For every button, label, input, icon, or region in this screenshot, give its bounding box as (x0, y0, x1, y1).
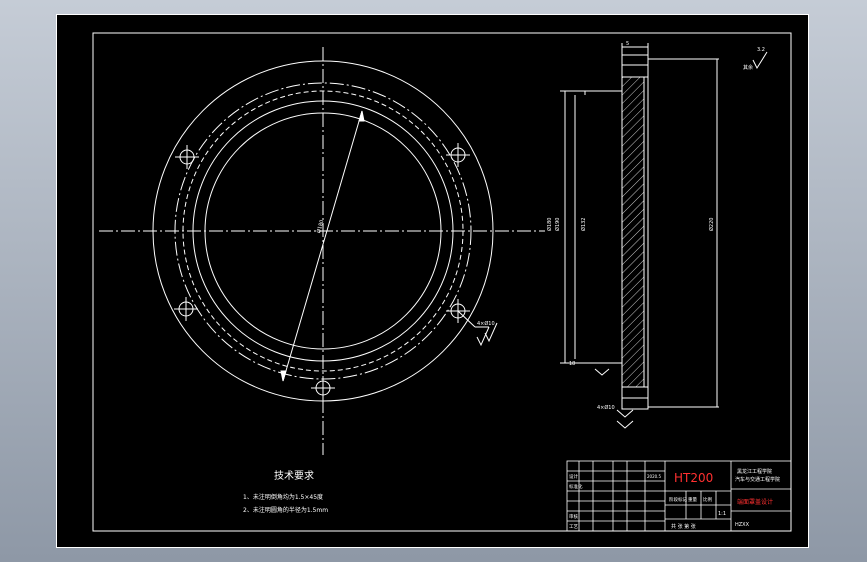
bottom-dim-label: 18 (569, 361, 575, 367)
step-dia-label: Ø190 (554, 218, 561, 231)
front-view (99, 47, 545, 455)
bore-dia-label: Ø180 (546, 218, 553, 231)
section-hatch (621, 76, 645, 388)
top-width-label: 5 (626, 41, 629, 47)
part-name: 端面罩盖设计 (737, 498, 773, 506)
roughness-value: 3.2 (757, 47, 765, 53)
outer-dia-label: Ø220 (708, 218, 715, 231)
process-row: 工艺 (569, 524, 578, 530)
surface-finish-note: 其余 (743, 64, 753, 71)
scale-label: 比例 (703, 496, 712, 503)
tech-req-item-1: 1、未注明倒角均为1.5×45度 (243, 493, 323, 501)
drawing-number: HZXX (735, 522, 750, 528)
hidden-circle (182, 90, 464, 372)
tech-req-title: 技术要求 (274, 469, 314, 482)
inner-frame (92, 32, 792, 532)
checker-row: 审核 (569, 513, 578, 520)
scale-value: 1:1 (718, 511, 726, 517)
bore-circle (204, 112, 442, 350)
diameter-dim-line (282, 110, 363, 382)
designer-row: 设计 (569, 473, 578, 480)
section-view (476, 43, 768, 429)
department-name: 汽车与交通工程学院 (735, 476, 780, 483)
tech-req-item-2: 2、未注明圆角的半径为1.5mm (243, 506, 328, 514)
inner-dim-label: Ø132 (580, 218, 587, 231)
top-flange (621, 54, 649, 78)
outer-circle (152, 60, 494, 402)
chamfer-label: 4×Ø10 (597, 404, 615, 411)
weight-label: 重量 (688, 496, 697, 503)
title-block (566, 460, 792, 532)
material-label: HT200 (674, 471, 713, 485)
stage-label: 阶段标记 (669, 496, 687, 503)
drawing-sheet: Ø180 4×Ø10 (56, 14, 809, 548)
approve-row: 标准化 (569, 483, 583, 490)
hole-callout: 4×Ø10 (477, 320, 495, 327)
school-name: 黑龙江工程学院 (737, 468, 772, 475)
step-circle (192, 100, 454, 362)
date-value: 2020.5 (647, 474, 661, 479)
front-dim-label: Ø180 (315, 219, 325, 234)
sheets-label: 共 张 第 张 (671, 523, 696, 530)
cad-drawing: Ø180 4×Ø10 (92, 32, 792, 532)
